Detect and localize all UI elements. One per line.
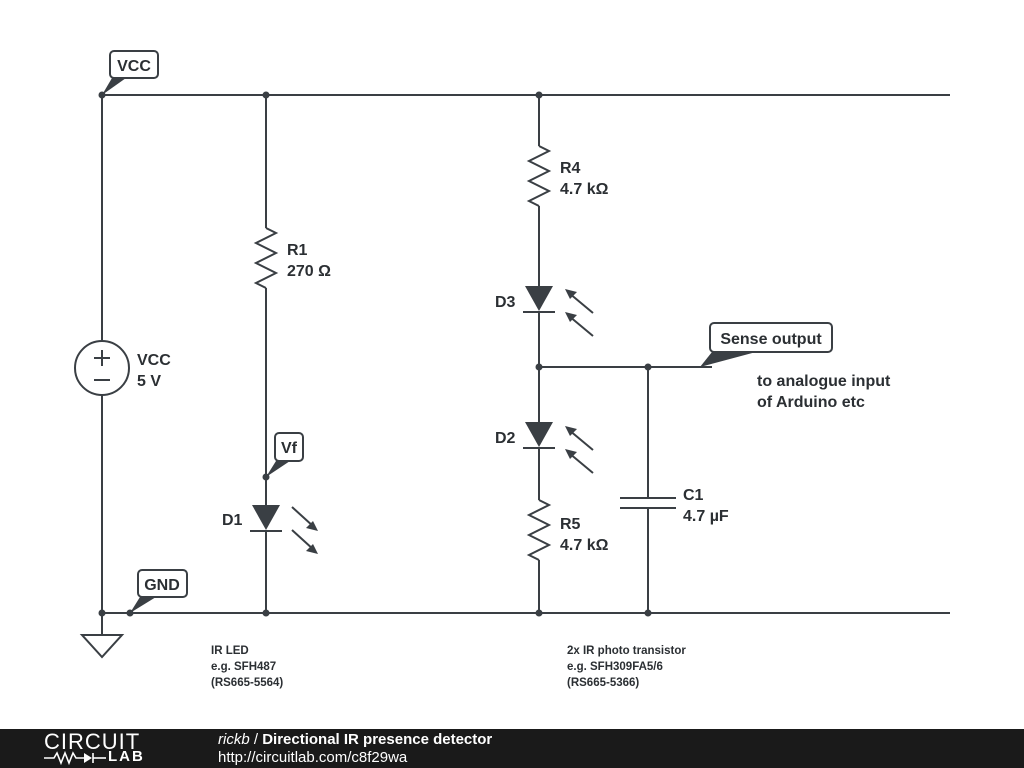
r5-resistor: [526, 499, 552, 613]
vf-net-tag: Vf: [266, 432, 304, 477]
r5-value: 4.7 kΩ: [560, 537, 609, 554]
d2-name: D2: [495, 430, 516, 447]
r4-value: 4.7 kΩ: [560, 181, 609, 198]
d3-incoming-light-arrows-icon: [565, 289, 594, 337]
logo-text-bottom: LAB: [108, 748, 145, 765]
r4-name: R4: [560, 160, 581, 177]
vcc-net-tag: VCC: [102, 50, 159, 95]
junction-dot: [535, 363, 543, 371]
svg-text:Sense output: Sense output: [720, 331, 822, 348]
svg-text:GND: GND: [144, 577, 180, 594]
junction-dot: [535, 609, 543, 617]
vcc-source-value: 5 V: [137, 373, 161, 390]
d2-photo-diode: [523, 422, 594, 500]
circuitlab-logo[interactable]: CIRCUIT LAB: [44, 731, 174, 767]
title-separator: /: [249, 731, 263, 748]
c1-capacitor: [620, 367, 676, 613]
r5-name: R5: [560, 516, 581, 533]
svg-text:VCC: VCC: [117, 58, 151, 75]
project-url-link[interactable]: http://circuitlab.com/c8f29wa: [218, 749, 408, 766]
c1-name: C1: [683, 487, 704, 504]
svg-text:Vf: Vf: [281, 440, 298, 457]
project-title: Directional IR presence detector: [262, 731, 493, 748]
led-note-line3: (RS665-5564): [211, 677, 283, 689]
r1-value: 270 Ω: [287, 263, 331, 280]
r1-name: R1: [287, 242, 308, 259]
junction-dot: [98, 609, 106, 617]
junction-dot: [262, 609, 270, 617]
led-note-line1: IR LED: [211, 645, 249, 657]
pt-note-line3: (RS665-5366): [567, 677, 639, 689]
d1-led: [250, 505, 318, 613]
pt-note-line2: e.g. SFH309FA5/6: [567, 661, 663, 673]
sense-note-line1: to analogue input: [757, 373, 891, 390]
led-note-line2: e.g. SFH487: [211, 661, 276, 673]
footer-title-line: rickb / Directional IR presence detector: [218, 731, 492, 748]
sense-output-net-tag: Sense output: [700, 322, 833, 367]
logo-text-top: CIRCUIT: [44, 729, 141, 754]
d2-incoming-light-arrows-icon: [565, 426, 594, 474]
pt-note-line1: 2x IR photo transistor: [567, 645, 686, 657]
circuit-schematic: VCC 5 V R1 270 Ω D1 R4 4.7 kΩ: [74, 50, 950, 689]
d3-name: D3: [495, 294, 516, 311]
junction-dot: [644, 363, 652, 371]
footer-bar: CIRCUIT LAB rickb / Directional IR prese…: [0, 729, 1024, 768]
vcc-source-name: VCC: [137, 352, 171, 369]
gnd-net-tag: GND: [130, 569, 188, 613]
logo-resistor-diode-icon: [44, 751, 106, 765]
junction-dot: [262, 91, 270, 99]
c1-value: 4.7 µF: [683, 508, 729, 525]
r4-resistor: [526, 95, 552, 286]
vcc-voltage-source: [74, 95, 130, 635]
sense-note-line2: of Arduino etc: [757, 394, 865, 411]
d1-name: D1: [222, 512, 243, 529]
d3-photo-diode: [523, 286, 594, 422]
d1-emission-arrows-icon: [291, 506, 318, 554]
author-link[interactable]: rickb: [218, 731, 250, 748]
r1-resistor: [253, 95, 279, 505]
junction-dot: [644, 609, 652, 617]
ground-icon: [79, 634, 125, 659]
junction-dot: [535, 91, 543, 99]
